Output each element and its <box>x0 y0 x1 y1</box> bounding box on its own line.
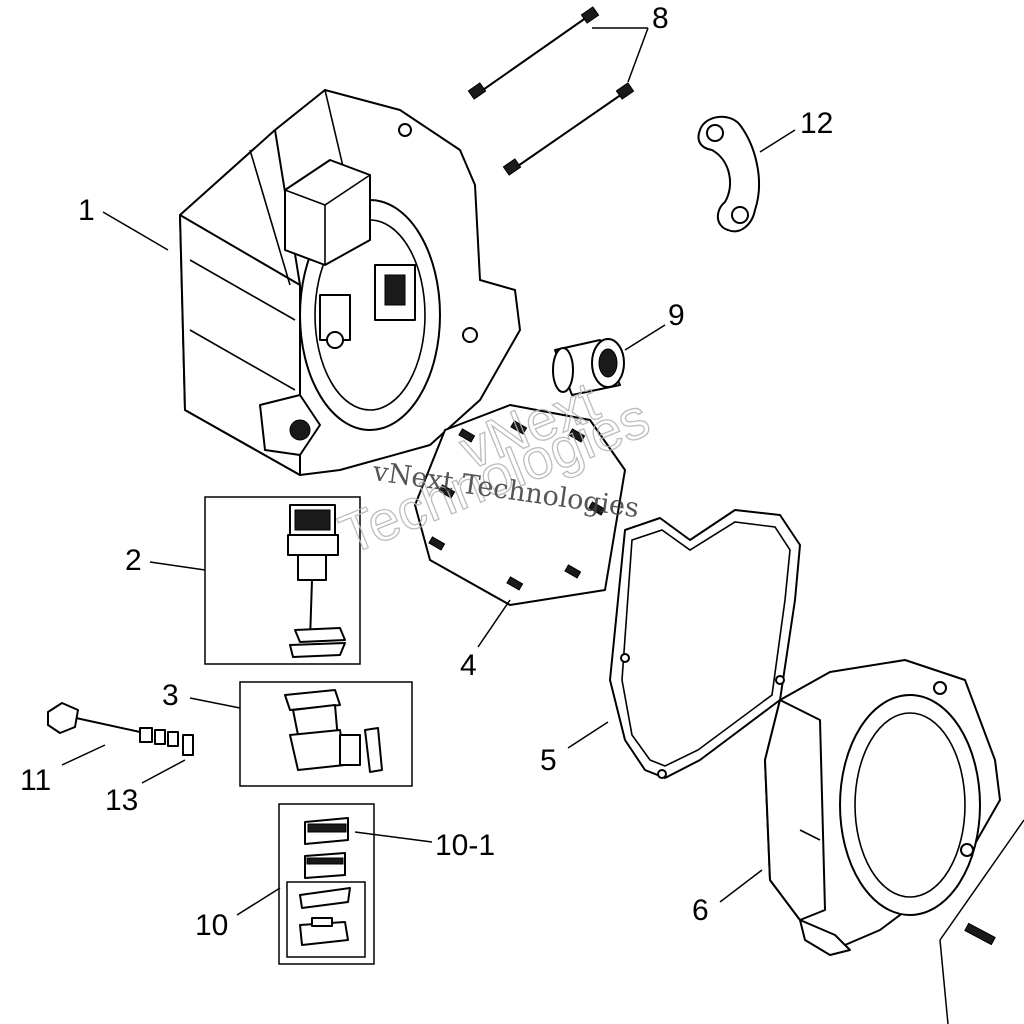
part-3-box <box>239 681 413 787</box>
callout-5: 5 <box>540 744 557 777</box>
part-6-fan-cover <box>764 659 1001 956</box>
part-screw-right <box>939 819 1024 1024</box>
callout-11: 11 <box>20 764 51 797</box>
callout-labels: 1 2 3 4 5 6 8 9 10 10-1 11 12 13 <box>20 2 833 942</box>
part-5-gasket <box>609 509 801 779</box>
callout-2: 2 <box>125 544 142 577</box>
callout-13: 13 <box>105 784 138 817</box>
part-11-bolt <box>47 702 179 747</box>
callout-1: 1 <box>78 194 95 227</box>
part-12-bracket <box>697 115 761 233</box>
part-2-box <box>204 496 361 665</box>
callout-4: 4 <box>460 649 477 682</box>
callout-9: 9 <box>668 299 685 332</box>
part-4-plate <box>414 404 626 606</box>
part-1-housing <box>179 89 521 476</box>
callout-8: 8 <box>652 2 669 35</box>
callout-12: 12 <box>800 107 833 140</box>
callout-3: 3 <box>162 679 179 712</box>
part-10-box <box>278 803 375 965</box>
part-8-bolts <box>467 6 635 176</box>
callout-10: 10 <box>195 909 228 942</box>
callout-6: 6 <box>692 894 709 927</box>
callout-10-1: 10-1 <box>435 829 495 862</box>
part-9-bushing <box>552 338 625 396</box>
leader-lines <box>61 27 796 916</box>
part-13-clip <box>182 734 194 756</box>
